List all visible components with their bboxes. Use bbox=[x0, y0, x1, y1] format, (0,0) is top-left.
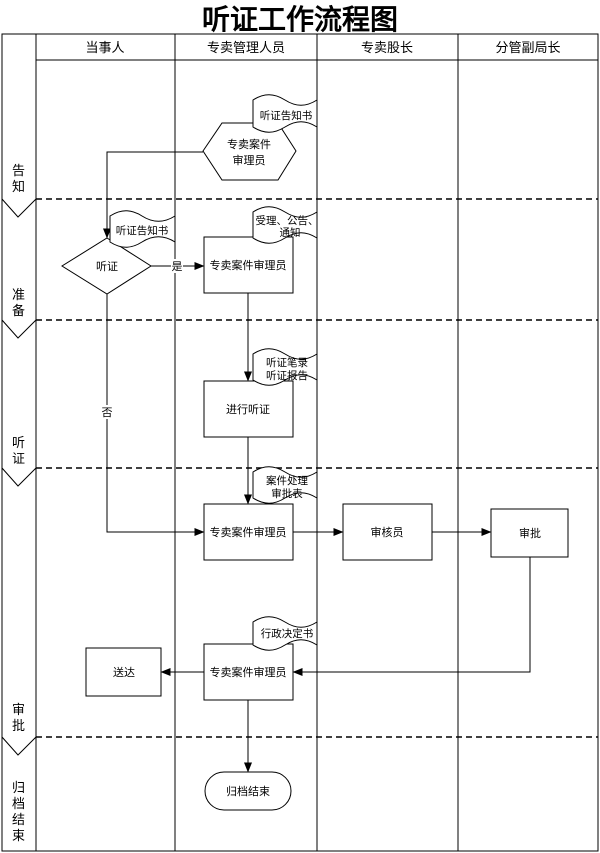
document-accept-notice-text-1: 受理、公告、 bbox=[256, 214, 319, 227]
no-label: 否 bbox=[102, 406, 113, 419]
process-approve bbox=[490, 508, 569, 558]
document-hearing-record-text-2: 听证报告 bbox=[266, 369, 308, 382]
phase-chevron-2 bbox=[1, 319, 37, 339]
process-reviewer-2 bbox=[203, 503, 294, 561]
lane-header-party: 当事人 bbox=[85, 41, 124, 56]
hexagon-case-reviewer bbox=[202, 122, 297, 181]
process-reviewer-3-text: 专卖案件审理员 bbox=[210, 665, 287, 679]
no-label-bg bbox=[101, 405, 113, 419]
arrow-approve-to-reviewer3 bbox=[292, 557, 531, 676]
process-auditor bbox=[342, 503, 433, 561]
process-reviewer-2-text: 专卖案件审理员 bbox=[210, 525, 287, 539]
document-notice-2 bbox=[109, 210, 176, 248]
document-administrative-decision bbox=[252, 616, 318, 651]
process-reviewer-3 bbox=[203, 643, 294, 701]
process-reviewer-1 bbox=[203, 236, 294, 294]
document-notice-1-text: 听证告知书 bbox=[260, 109, 313, 122]
phase-label-notify: 告知 bbox=[11, 164, 25, 195]
hexagon-text-line-1: 专卖案件 bbox=[227, 137, 271, 151]
yes-label: 是 bbox=[172, 260, 183, 273]
lane-header-staff: 专卖管理人员 bbox=[207, 41, 285, 56]
decision-text: 听证 bbox=[96, 260, 118, 273]
lane-header-section-chief: 专卖股长 bbox=[361, 41, 413, 56]
arrow-hexagon-to-decision bbox=[103, 151, 203, 239]
phase-label-archive: 归档结束 bbox=[11, 781, 25, 844]
process-deliver bbox=[85, 647, 162, 697]
phase-label-hearing: 听证 bbox=[11, 436, 25, 467]
document-accept-notice-text-2: 通知 bbox=[280, 226, 301, 239]
document-administrative-decision-text: 行政决定书 bbox=[261, 627, 314, 640]
process-reviewer-1-text: 专卖案件审理员 bbox=[210, 258, 287, 272]
yes-label-bg bbox=[171, 259, 183, 273]
process-deliver-text: 送达 bbox=[113, 665, 135, 679]
document-hearing-record bbox=[252, 348, 318, 386]
document-approval-form-text-1: 案件处理 bbox=[266, 474, 308, 487]
arrow-decision-no bbox=[106, 294, 205, 536]
document-hearing-record-text-1: 听证笔录 bbox=[266, 356, 308, 369]
process-auditor-text: 审核员 bbox=[371, 525, 404, 539]
lane-header-deputy-director: 分管副局长 bbox=[495, 41, 560, 56]
diagram-title: 听证工作流程图 bbox=[202, 3, 398, 36]
terminal-archive-text: 归档结束 bbox=[226, 784, 270, 798]
outer-border bbox=[1, 33, 599, 852]
decision-diamond bbox=[61, 237, 152, 295]
document-approval-form-text-2: 审批表 bbox=[271, 487, 303, 500]
phase-chevron-4 bbox=[1, 736, 37, 756]
terminal-archive bbox=[204, 771, 292, 811]
document-notice-2-text: 听证告知书 bbox=[116, 224, 169, 237]
hexagon-text-line-2: 审理员 bbox=[233, 153, 266, 167]
process-approve-text: 审批 bbox=[519, 526, 541, 540]
phase-chevron-3 bbox=[1, 467, 37, 487]
phase-label-approval: 审批 bbox=[11, 703, 25, 734]
process-hearing bbox=[203, 380, 294, 438]
document-accept-notice bbox=[252, 206, 318, 244]
phase-label-prepare: 准备 bbox=[11, 288, 25, 319]
process-hearing-text: 进行听证 bbox=[226, 403, 270, 416]
phase-chevron-1 bbox=[1, 198, 37, 218]
document-approval-form bbox=[252, 466, 318, 504]
document-notice-1 bbox=[252, 94, 318, 133]
